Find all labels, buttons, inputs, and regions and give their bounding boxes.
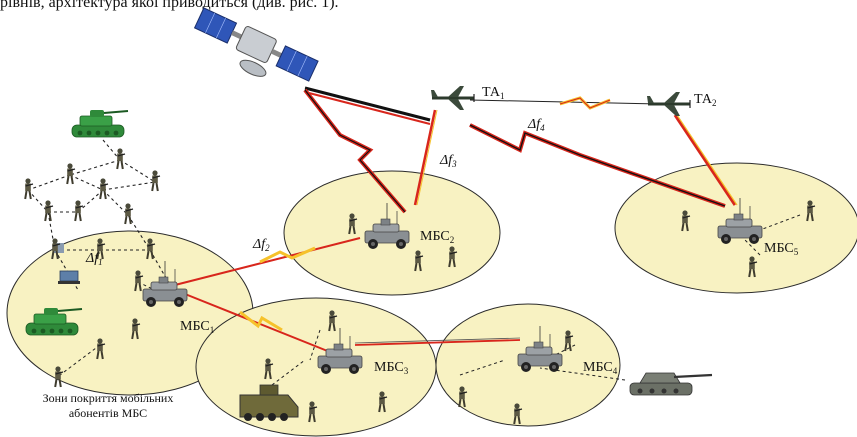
soldier-icon xyxy=(24,177,34,200)
soldier-icon xyxy=(116,147,126,170)
soldier-icon xyxy=(74,199,84,222)
label-ta1: ТА1 xyxy=(482,85,504,101)
tank-icon xyxy=(71,109,129,138)
laptop-icon xyxy=(54,243,80,284)
label-df1: Δf1 xyxy=(85,251,103,267)
label-mbs2: МБС2 xyxy=(420,229,454,245)
label-mbs1: МБС1 xyxy=(180,319,214,335)
label-mbs5: МБС5 xyxy=(764,241,799,257)
label-mbs3: МБС3 xyxy=(374,360,409,376)
soldier-icon xyxy=(99,177,109,200)
uav-icon xyxy=(429,84,476,112)
satellite-icon xyxy=(193,7,319,82)
label-mbs4: МБС4 xyxy=(583,360,618,376)
soldier-icon xyxy=(151,169,161,192)
link-ta2-mbs5 xyxy=(673,114,737,206)
link-sat-ta1-red xyxy=(304,91,431,125)
tank-icon xyxy=(629,372,713,396)
link-mbs1-mbs2 xyxy=(174,237,361,286)
label-df2: Δf2 xyxy=(252,237,270,253)
link-mbs3-mbs4 xyxy=(354,339,521,346)
label-ta2: ТА2 xyxy=(694,92,716,108)
caption-line1: Зони покриття мобільних xyxy=(43,391,174,405)
link-sat-ta1-black xyxy=(304,86,431,122)
armored-carrier-icon xyxy=(239,384,299,421)
radio-links xyxy=(174,86,738,353)
intro-text: рівнів, архітектура якої приводиться (ди… xyxy=(0,0,339,11)
caption-line2: абонентів МБС xyxy=(69,406,147,420)
label-df4: Δf4 xyxy=(527,117,545,133)
link-ta1-mbs5 xyxy=(469,123,726,208)
label-df3: Δf3 xyxy=(439,153,457,169)
uav-icon xyxy=(645,90,692,118)
link-ta1-mbs2 xyxy=(413,109,437,206)
